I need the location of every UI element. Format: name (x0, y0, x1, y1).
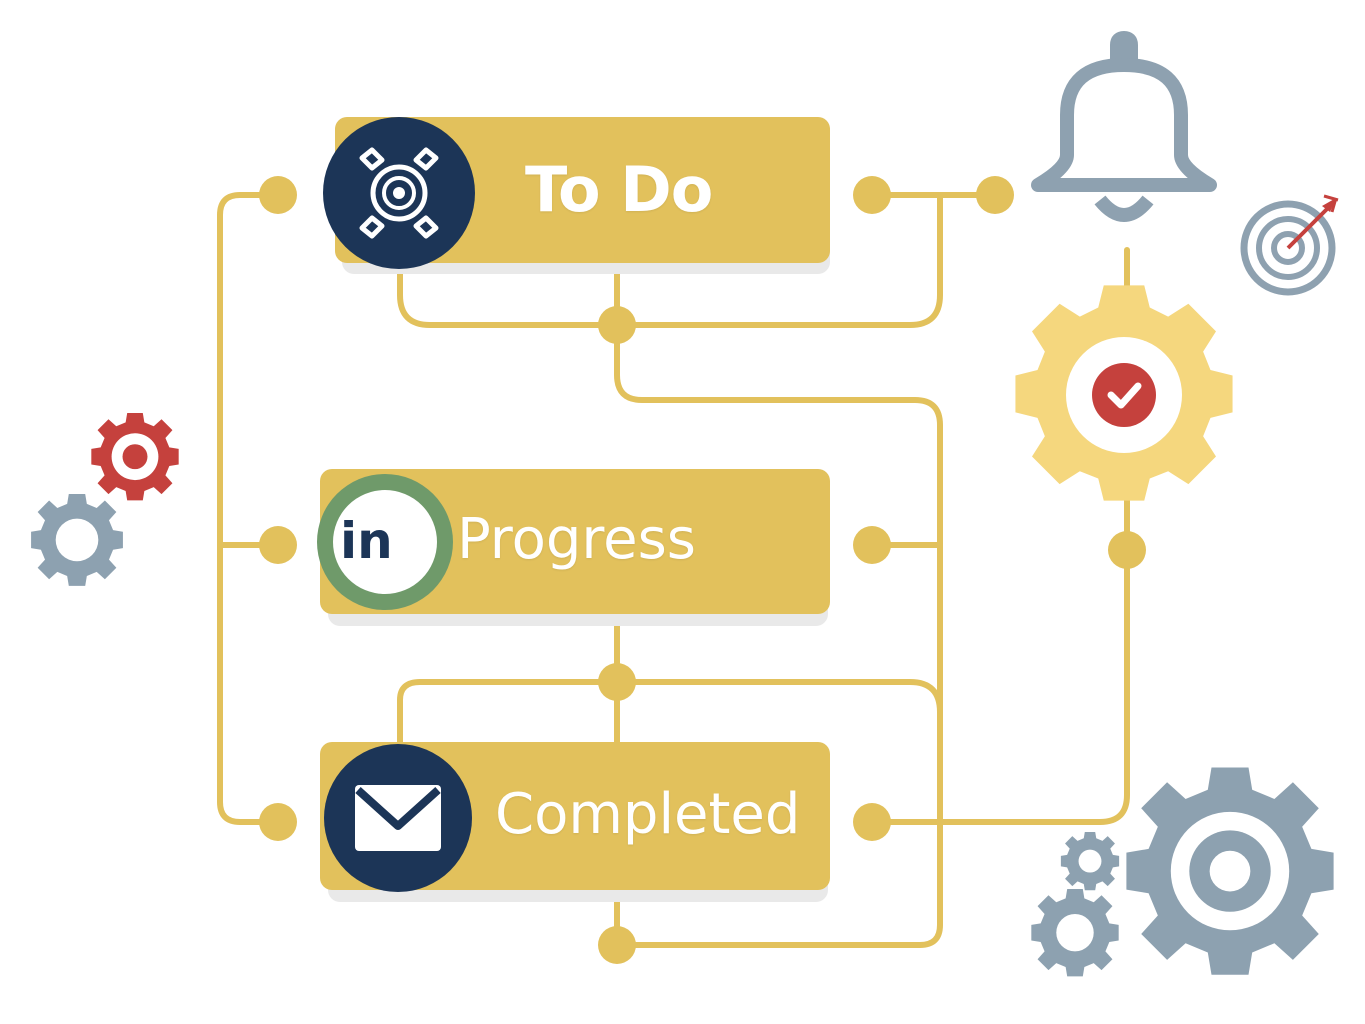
stage-label-todo: To Do (525, 153, 713, 226)
connectors (217, 192, 1130, 948)
completed-right-line (869, 477, 1130, 825)
gear-cluster-left (31, 413, 179, 586)
connector-dot (853, 526, 891, 564)
connector-dot (259, 176, 297, 214)
todo-bottom-loop (397, 192, 943, 328)
target-dial-icon (323, 117, 475, 269)
todo-to-progress-line (614, 322, 943, 948)
progress-completed-loop (397, 679, 943, 748)
connector-dot (853, 176, 891, 214)
connector-dot (598, 306, 636, 344)
bell-icon (1031, 31, 1217, 222)
connector-dot (853, 803, 891, 841)
envelope-icon (324, 744, 472, 892)
connector-dot (598, 926, 636, 964)
gear-cluster-bottom-right (1031, 767, 1334, 977)
progress-card (320, 469, 830, 614)
left-bus-line (217, 192, 281, 825)
gear-checkmark-icon (1015, 285, 1233, 501)
connector-dot (1108, 531, 1146, 569)
stage-label-completed: Completed (495, 782, 801, 847)
connector-dot (598, 663, 636, 701)
in-badge-text: in (340, 512, 393, 570)
connector-dot (259, 803, 297, 841)
stage-label-progress: Progress (457, 507, 696, 572)
connector-dot (976, 176, 1014, 214)
in-badge-icon (317, 474, 453, 610)
connector-dots (259, 176, 1146, 964)
target-arrow-icon (1240, 194, 1339, 296)
connector-dot (259, 526, 297, 564)
